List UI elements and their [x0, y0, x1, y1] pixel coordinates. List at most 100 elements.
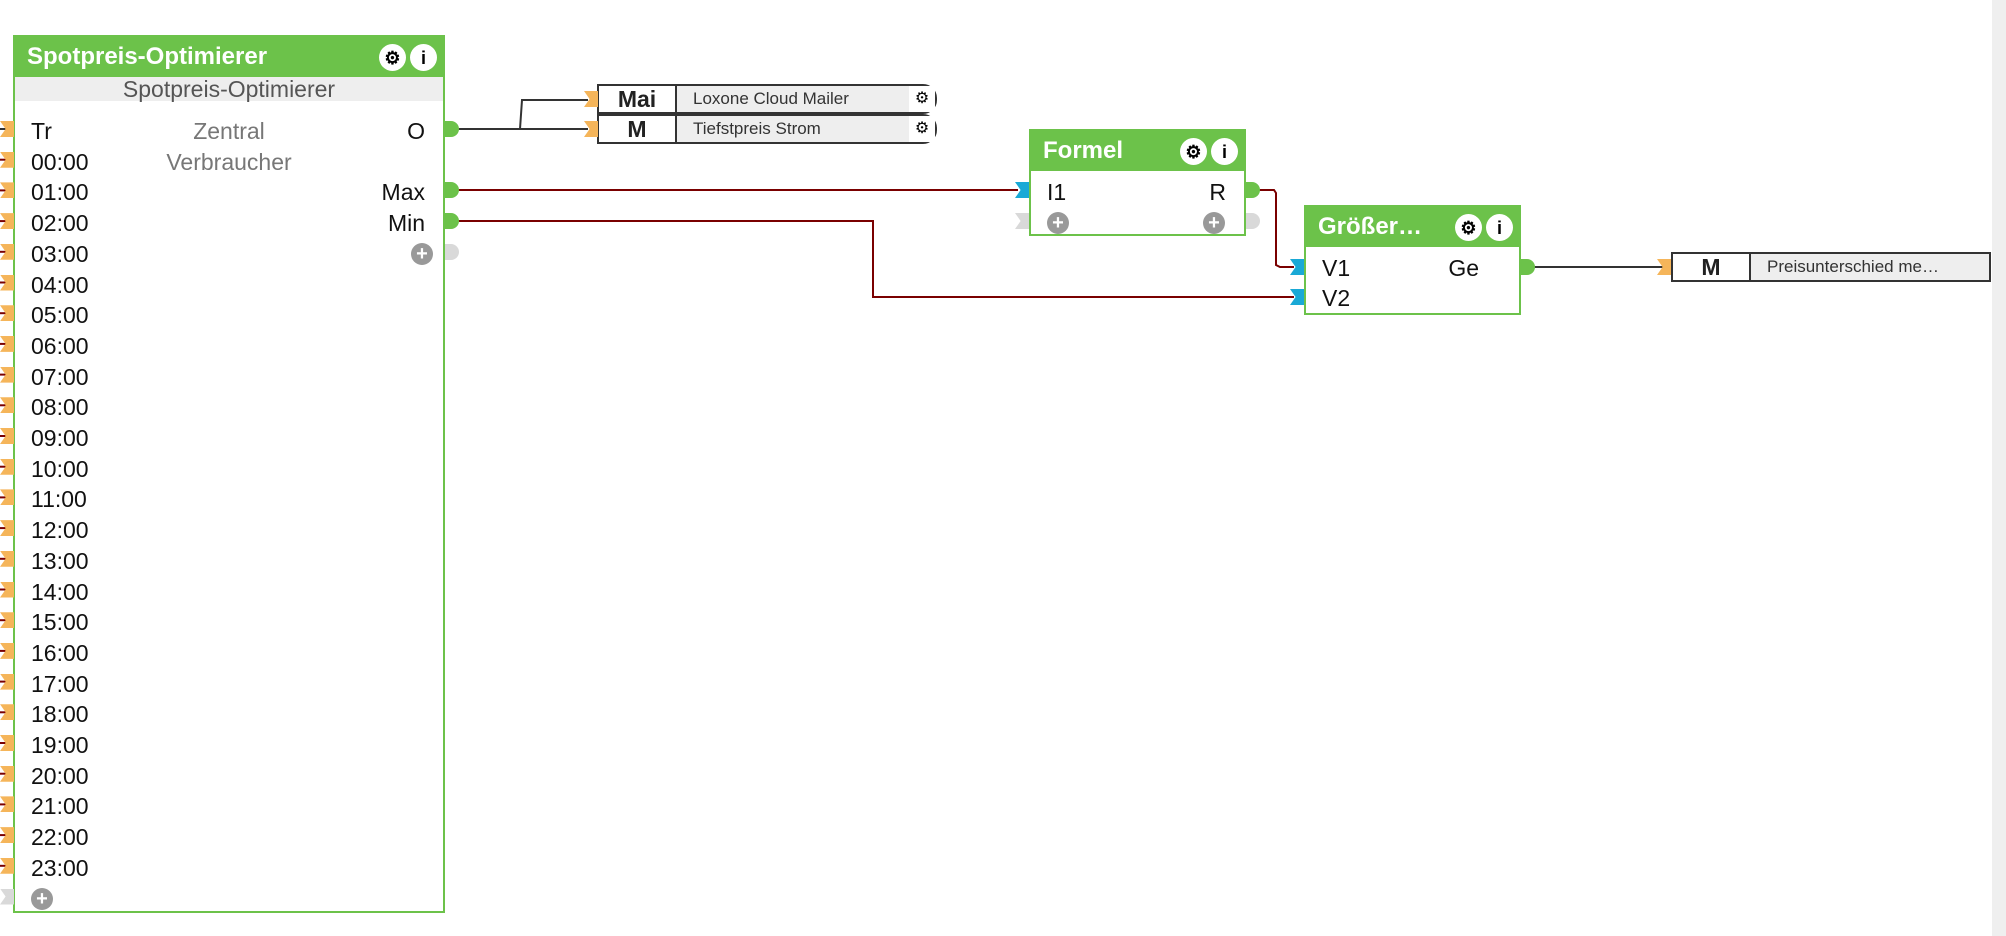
tiefstpreis-input[interactable]	[584, 121, 598, 137]
block-header[interactable]: Größer… ⚙ i	[1306, 207, 1519, 247]
gear-icon[interactable]: ⚙	[379, 44, 406, 71]
info-icon[interactable]: i	[410, 44, 437, 71]
spotpreis-row: 19:00	[15, 730, 443, 760]
spotpreis-input-connector[interactable]	[0, 274, 14, 291]
spotpreis-output-connector[interactable]	[445, 182, 459, 199]
spotpreis-input-connector[interactable]	[0, 520, 14, 537]
spotpreis-output-add[interactable]	[445, 243, 459, 260]
spotpreis-row: 21:00	[15, 791, 443, 821]
spotpreis-input-connector[interactable]	[0, 550, 14, 567]
spotpreis-row: 04:00	[15, 270, 443, 300]
spotpreis-optimierer-block[interactable]: Spotpreis-Optimierer ⚙ i Spotpreis-Optim…	[13, 35, 445, 913]
input-label: 06:00	[31, 332, 89, 359]
input-label: 09:00	[31, 425, 89, 451]
gear-icon[interactable]: ⚙	[909, 86, 935, 112]
info-icon[interactable]: i	[1486, 214, 1513, 241]
input-label: V1	[1322, 255, 1351, 281]
formel-output-r[interactable]	[1246, 182, 1260, 198]
spotpreis-input-connector[interactable]	[0, 796, 14, 813]
tiefstpreis-connector[interactable]: M Tiefstpreis Strom ⚙	[597, 114, 937, 144]
input-label: 04:00	[31, 271, 89, 298]
connector-value: Preisunterschied me…	[1751, 254, 1989, 280]
groesser-input-v2[interactable]	[1290, 289, 1304, 305]
spotpreis-input-connector[interactable]	[0, 704, 14, 721]
spotpreis-input-connector[interactable]	[0, 213, 14, 230]
spotpreis-input-connector[interactable]	[0, 827, 14, 844]
groesser-row-v1: V1 Ge	[1306, 253, 1519, 283]
input-label: 21:00	[31, 793, 89, 820]
block-subtitle: Spotpreis-Optimierer	[15, 77, 443, 101]
spotpreis-row: 05:00	[15, 300, 443, 330]
groesser-output-ge[interactable]	[1521, 259, 1535, 275]
spotpreis-input-connector[interactable]	[0, 305, 14, 322]
spotpreis-input-connector[interactable]	[0, 673, 14, 690]
formel-input-add[interactable]	[1015, 213, 1029, 229]
input-label: V2	[1322, 285, 1351, 311]
memory-input[interactable]	[1657, 259, 1671, 275]
input-label: 11:00	[31, 486, 87, 513]
formel-input-i1[interactable]	[1015, 182, 1029, 198]
gear-icon[interactable]: ⚙	[1180, 138, 1207, 165]
spotpreis-row: 23:00	[15, 853, 443, 883]
output-label: O	[407, 118, 425, 144]
mailer-input[interactable]	[584, 91, 598, 107]
spotpreis-input-connector[interactable]	[0, 489, 14, 506]
spotpreis-input-connector[interactable]	[0, 735, 14, 751]
spotpreis-input-connector[interactable]	[0, 765, 14, 782]
input-label: 12:00	[31, 517, 89, 544]
spotpreis-input-connector[interactable]	[0, 458, 14, 475]
memory-connector[interactable]: M Preisunterschied me…	[1671, 252, 1991, 282]
groesser-block[interactable]: Größer… ⚙ i V1 Ge V2	[1304, 205, 1521, 315]
formel-output-add[interactable]	[1246, 213, 1260, 229]
groesser-input-v1[interactable]	[1290, 259, 1304, 275]
info-icon[interactable]: i	[1211, 138, 1238, 165]
spotpreis-row: 20:00	[15, 761, 443, 791]
spotpreis-input-connector[interactable]	[0, 642, 14, 659]
output-label: R	[1209, 179, 1226, 205]
gear-icon[interactable]: ⚙	[1455, 214, 1482, 241]
wire-o-to-mailer[interactable]	[458, 99, 588, 130]
spotpreis-row: 13:00	[15, 546, 443, 576]
spotpreis-input-add[interactable]	[0, 888, 14, 905]
spotpreis-input-connector[interactable]	[0, 121, 14, 137]
spotpreis-output-connector[interactable]	[445, 213, 459, 230]
add-input-icon[interactable]: +	[31, 887, 53, 910]
spotpreis-row: 15:00	[15, 607, 443, 637]
spotpreis-input-connector[interactable]	[0, 612, 14, 629]
input-label: 19:00	[31, 732, 89, 758]
spotpreis-input-connector[interactable]	[0, 581, 14, 598]
block-header[interactable]: Formel ⚙ i	[1031, 131, 1244, 171]
vertical-scrollbar[interactable]	[1992, 0, 2006, 936]
block-header[interactable]: Spotpreis-Optimierer ⚙ i	[15, 37, 443, 77]
add-output-icon[interactable]: +	[411, 242, 433, 265]
formel-block[interactable]: Formel ⚙ i I1 R + +	[1029, 129, 1246, 236]
input-label: 01:00	[31, 179, 89, 206]
input-label: 22:00	[31, 824, 89, 851]
input-label: 08:00	[31, 394, 89, 421]
gear-icon[interactable]: ⚙	[909, 116, 935, 142]
add-input-icon[interactable]: +	[1047, 212, 1069, 234]
input-label: 18:00	[31, 701, 89, 728]
add-output-icon[interactable]: +	[1203, 212, 1225, 234]
spotpreis-row: 07:00	[15, 362, 443, 392]
spotpreis-row: 16:00	[15, 638, 443, 668]
wire-r-to-v1[interactable]	[1258, 189, 1294, 268]
spotpreis-row: 03:00	[15, 239, 443, 269]
spotpreis-output-connector[interactable]	[445, 121, 459, 137]
spotpreis-row: 14:00	[15, 577, 443, 607]
spotpreis-input-connector[interactable]	[0, 182, 14, 199]
spotpreis-input-connector[interactable]	[0, 335, 14, 352]
spotpreis-input-connector[interactable]	[0, 428, 14, 444]
spotpreis-input-connector[interactable]	[0, 397, 14, 414]
spotpreis-row: 08:00	[15, 392, 443, 422]
input-label: 07:00	[31, 363, 89, 390]
input-label: 15:00	[31, 609, 89, 636]
spotpreis-row: 06:00	[15, 331, 443, 361]
spotpreis-input-connector[interactable]	[0, 151, 14, 168]
spotpreis-input-connector[interactable]	[0, 243, 14, 260]
spotpreis-input-connector[interactable]	[0, 366, 14, 383]
spotpreis-input-connector[interactable]	[0, 857, 14, 874]
input-label: 05:00	[31, 302, 89, 329]
mailer-connector[interactable]: Mai Loxone Cloud Mailer ⚙	[597, 84, 937, 114]
